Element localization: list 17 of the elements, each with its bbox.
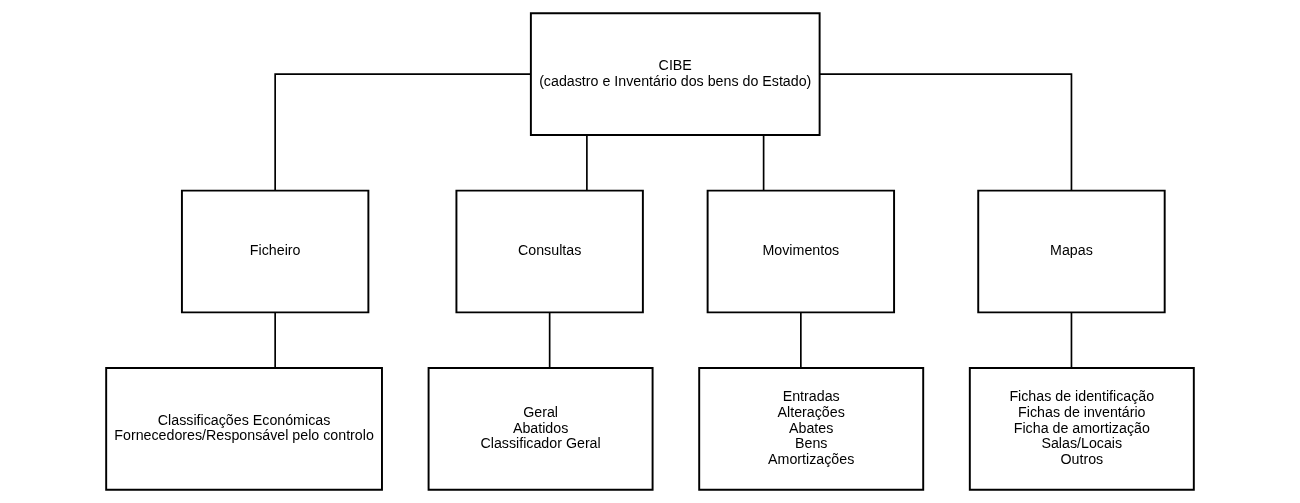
connector (1070, 311, 1073, 369)
connector (762, 134, 765, 192)
node-box: Fichas de identificação Fichas de inventário Ficha de amortização Salas/Locais Outros (968, 367, 1195, 491)
node-box: Classificações Económicas Fornecedores/Responsável pelo controlo (105, 367, 383, 491)
node-box: Geral Abatidos Classificador Geral (427, 367, 654, 491)
node-box: Ficheiro (180, 189, 370, 314)
node-box: CIBE (cadastro e Inventário dos bens do Estado) (529, 12, 821, 136)
node-box: Entradas Alterações Abates Bens Amortizações (698, 367, 925, 491)
node-box: Movimentos (706, 189, 896, 314)
connector (274, 73, 532, 192)
node-box: Mapas (977, 189, 1166, 314)
connector (819, 73, 1073, 192)
connector (586, 134, 588, 192)
connector (548, 311, 551, 369)
node-box: Consultas (455, 189, 644, 314)
connector (274, 311, 276, 369)
connector (800, 311, 802, 369)
